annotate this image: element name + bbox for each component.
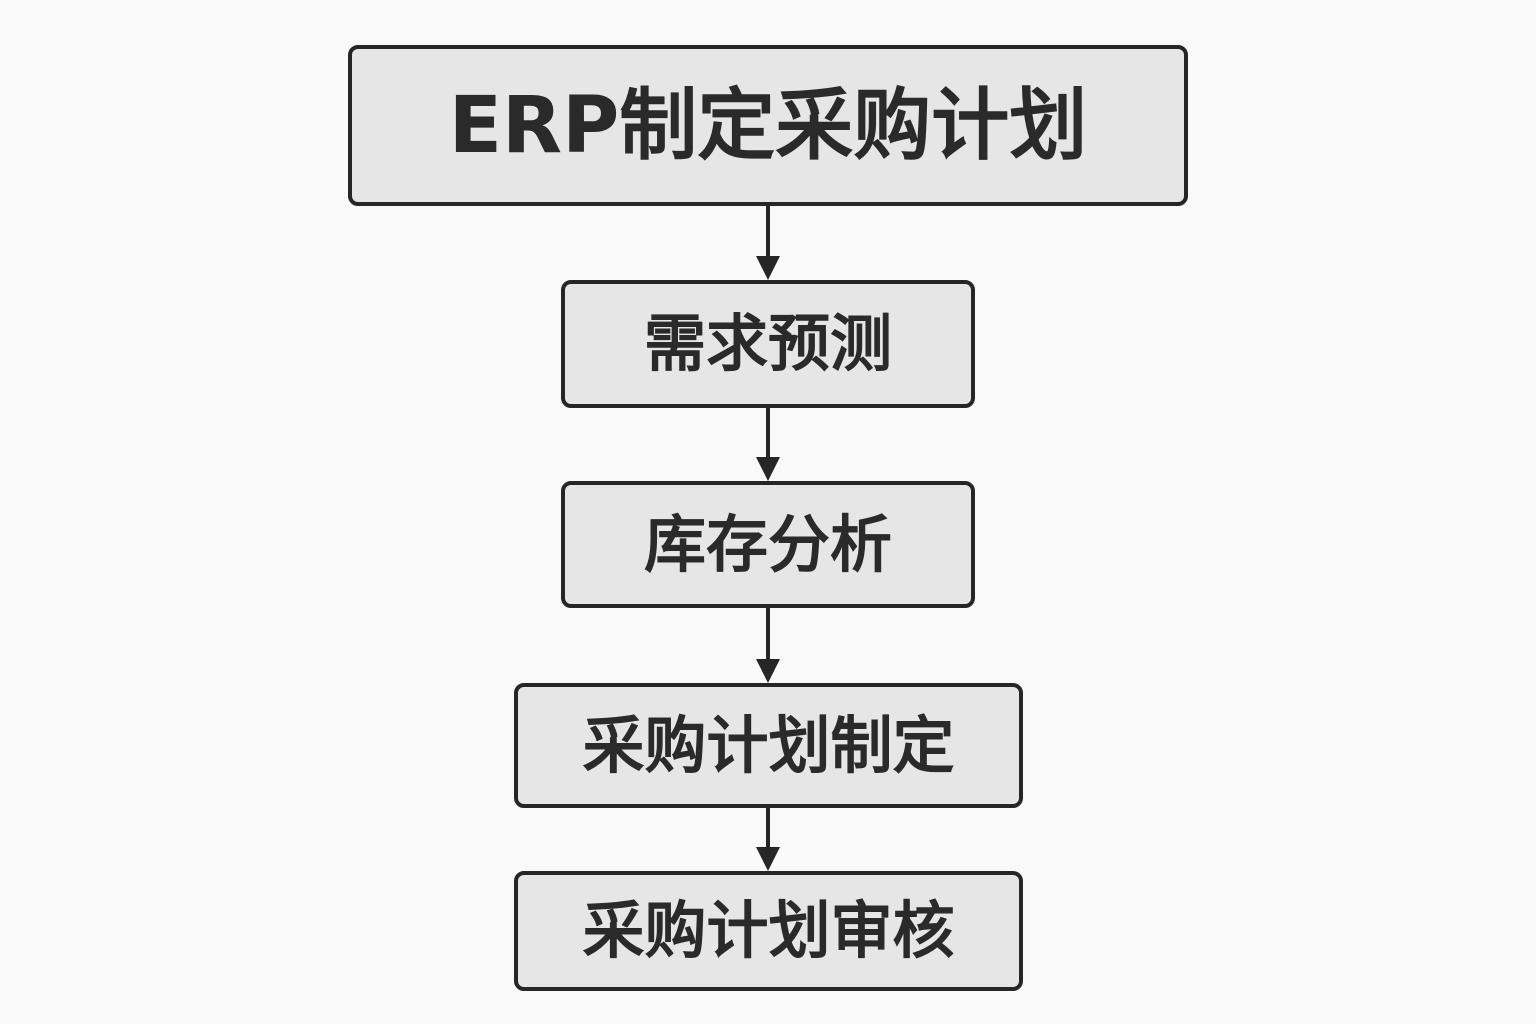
node-label: 需求预测 — [643, 307, 892, 380]
node-demand-forecast: 需求预测 — [561, 280, 975, 408]
node-inventory-analysis: 库存分析 — [561, 481, 975, 608]
arrow-4 — [756, 808, 780, 871]
node-plan-formulation: 采购计划制定 — [514, 683, 1023, 808]
node-label: ERP制定采购计划 — [448, 80, 1088, 171]
node-label: 采购计划审核 — [582, 894, 955, 967]
node-erp-procurement-plan: ERP制定采购计划 — [348, 45, 1188, 206]
arrow-2 — [756, 408, 780, 481]
node-label: 采购计划制定 — [582, 708, 955, 782]
arrow-3 — [756, 608, 780, 683]
node-label: 库存分析 — [643, 507, 892, 581]
arrow-1 — [756, 206, 780, 280]
node-plan-review: 采购计划审核 — [514, 871, 1023, 991]
